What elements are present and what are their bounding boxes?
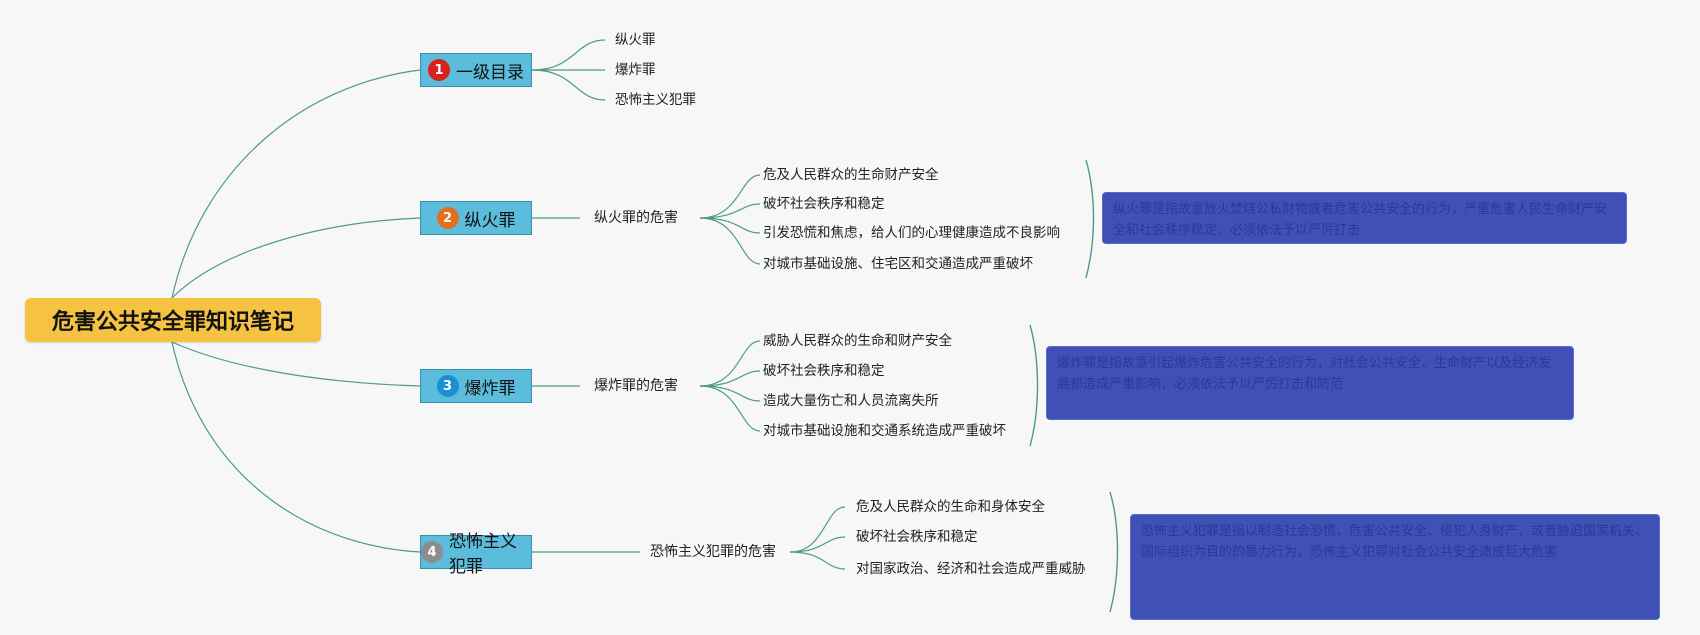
leaf-item[interactable]: 危及人民群众的生命财产安全	[763, 167, 939, 183]
leaf-item[interactable]: 纵火罪	[615, 32, 656, 48]
leaf-item[interactable]: 破坏社会秩序和稳定	[856, 529, 978, 545]
edge-b4-leaf-3	[789, 551, 846, 570]
edge-root-branch-2	[171, 217, 421, 299]
edge-b2-leaf-4	[699, 217, 761, 265]
brace-b4	[1109, 491, 1119, 613]
edge-root-branch-4	[171, 341, 421, 553]
branch-label: 一级目录	[456, 62, 524, 83]
leaf-item[interactable]: 危及人民群众的生命和身体安全	[856, 499, 1045, 515]
note-text: 恐怖主义犯罪是指以制造社会恐慌、危害公共安全、侵犯人身财产，或者胁迫国家机关、国…	[1141, 524, 1649, 560]
subtopic[interactable]: 纵火罪的危害	[594, 210, 678, 226]
branch-label: 爆炸罪	[464, 378, 516, 399]
leaf-item[interactable]: 对城市基础设施和交通系统造成严重破坏	[763, 423, 1006, 439]
edge-b2-leaf-1	[699, 174, 761, 219]
edge-b1-leaf-3	[531, 69, 606, 101]
leaf-item[interactable]: 引发恐慌和焦虑，给人们的心理健康造成不良影响	[763, 225, 1060, 241]
branch-3[interactable]: 3 爆炸罪	[420, 369, 532, 403]
root-title: 危害公共安全罪知识笔记	[51, 310, 294, 335]
edge-b3-leaf-1	[699, 340, 761, 387]
branch-label: 纵火罪	[464, 210, 516, 231]
leaf-item[interactable]: 对城市基础设施、住宅区和交通造成严重破坏	[763, 256, 1033, 272]
brace-b3	[1029, 324, 1039, 447]
branch-4[interactable]: 4 恐怖主义犯罪	[420, 532, 532, 577]
subtopic[interactable]: 恐怖主义犯罪的危害	[650, 544, 776, 560]
edge-b4-leaf-1	[789, 506, 846, 553]
branch-1[interactable]: 1 一级目录	[420, 53, 532, 87]
leaf-item[interactable]: 破坏社会秩序和稳定	[763, 196, 885, 212]
root-topic[interactable]: 危害公共安全罪知识笔记	[25, 298, 321, 342]
edge-root-branch-3	[171, 341, 421, 387]
note-box[interactable]: 爆炸罪是指故意引起爆炸危害公共安全的行为，对社会公共安全、生命财产以及经济发展都…	[1046, 346, 1574, 420]
edge-b3-leaf-4	[699, 385, 761, 432]
edge-b4-leaf-2	[789, 536, 846, 553]
note-text: 纵火罪是指故意放火焚烧公私财物或者危害公共安全的行为，严重危害人民生命财产安全和…	[1113, 202, 1608, 238]
note-box[interactable]: 恐怖主义犯罪是指以制造社会恐慌、危害公共安全、侵犯人身财产，或者胁迫国家机关、国…	[1130, 514, 1660, 620]
leaf-item[interactable]: 对国家政治、经济和社会造成严重威胁	[856, 561, 1086, 577]
note-text: 爆炸罪是指故意引起爆炸危害公共安全的行为，对社会公共安全、生命财产以及经济发展都…	[1057, 356, 1552, 392]
leaf-item[interactable]: 造成大量伤亡和人员流离失所	[763, 393, 939, 409]
edge-b1-leaf-1	[531, 39, 606, 71]
edge-b3-leaf-3	[699, 385, 761, 402]
brace-b2	[1085, 159, 1095, 279]
branch-2[interactable]: 2 纵火罪	[420, 201, 532, 235]
number-badge-icon: 3	[436, 375, 459, 397]
edge-root-branch-1	[171, 69, 421, 299]
leaf-item[interactable]: 威胁人民群众的生命和财产安全	[763, 333, 952, 349]
edge-b2-leaf-2	[699, 203, 761, 219]
number-badge-icon: 1	[428, 59, 450, 81]
leaf-item[interactable]: 爆炸罪	[615, 62, 656, 78]
edge-b2-leaf-3	[699, 217, 761, 234]
number-badge-icon: 4	[421, 541, 443, 563]
edge-b3-leaf-2	[699, 370, 761, 387]
note-box[interactable]: 纵火罪是指故意放火焚烧公私财物或者危害公共安全的行为，严重危害人民生命财产安全和…	[1102, 192, 1627, 244]
subtopic[interactable]: 爆炸罪的危害	[594, 378, 678, 394]
leaf-item[interactable]: 破坏社会秩序和稳定	[763, 363, 885, 379]
leaf-item[interactable]: 恐怖主义犯罪	[615, 92, 696, 108]
branch-label: 恐怖主义犯罪	[449, 532, 517, 577]
number-badge-icon: 2	[436, 207, 459, 229]
